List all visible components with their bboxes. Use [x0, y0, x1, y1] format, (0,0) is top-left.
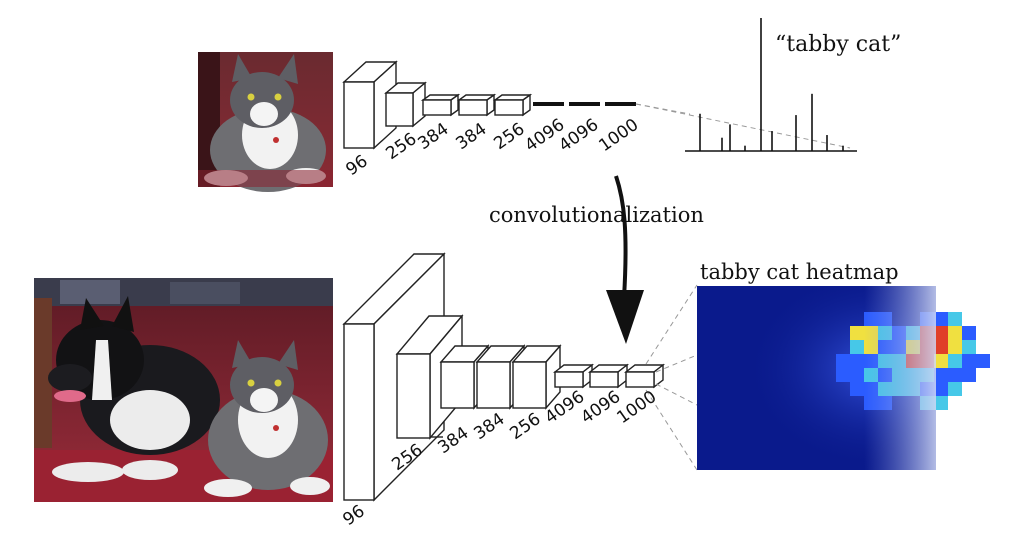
heatmap-cell — [948, 354, 962, 368]
bottom-label-7: 1000 — [613, 387, 660, 428]
class-score-bars — [699, 18, 844, 151]
heatmap-cell — [962, 368, 976, 382]
bottom-label-3: 384 — [470, 409, 508, 444]
heatmap-cell — [934, 396, 948, 410]
bottom-layer-fc6 — [552, 363, 595, 389]
heatmap: tabby cat heatmap — [697, 260, 990, 470]
convolutionalization-label: convolutionalization — [489, 203, 704, 227]
top-label-3: 384 — [452, 119, 490, 154]
heatmap-cell — [934, 354, 948, 368]
bottom-dog-cat-photo — [34, 278, 333, 502]
top-layer-conv2 — [384, 81, 427, 128]
top-layer-conv4 — [456, 93, 497, 117]
convolutionalization-arrow — [606, 175, 644, 344]
class-score-plot: “tabby cat” — [685, 18, 901, 152]
heatmap-cell — [948, 368, 962, 382]
top-label-2: 384 — [414, 119, 452, 154]
top-label-4: 256 — [490, 119, 528, 154]
heatmap-cell — [934, 312, 948, 326]
bottom-network — [342, 252, 698, 502]
bottom-layer-conv5 — [511, 344, 562, 410]
bottom-label-0: 96 — [339, 501, 368, 530]
top-label-6: 4096 — [555, 115, 602, 156]
top-cat-photo — [198, 52, 333, 192]
heatmap-cell — [948, 312, 962, 326]
heatmap-cell — [948, 382, 962, 396]
top-network — [342, 60, 851, 150]
heatmap-cell — [962, 340, 976, 354]
bottom-layer-fc7 — [587, 363, 630, 389]
heatmap-title: tabby cat heatmap — [700, 260, 899, 284]
heatmap-cell — [934, 368, 948, 382]
top-label-7: 1000 — [595, 115, 642, 156]
top-layer-conv3 — [420, 93, 461, 117]
heatmap-cell — [948, 326, 962, 340]
top-label-0: 96 — [342, 151, 371, 180]
heatmap-cell — [934, 326, 948, 340]
heatmap-cell — [976, 354, 990, 368]
bottom-label-6: 4096 — [577, 387, 624, 428]
heatmap-cell — [962, 326, 976, 340]
heatmap-cell — [934, 340, 948, 354]
bottom-label-4: 256 — [506, 409, 544, 444]
top-layer-conv5 — [492, 93, 533, 117]
heatmap-cell — [948, 340, 962, 354]
class-label: “tabby cat” — [775, 32, 901, 57]
bottom-layer-fc8 — [623, 363, 666, 389]
top-layer-conv1 — [342, 60, 398, 150]
heatmap-cell — [934, 382, 948, 396]
heatmap-cell — [962, 354, 976, 368]
